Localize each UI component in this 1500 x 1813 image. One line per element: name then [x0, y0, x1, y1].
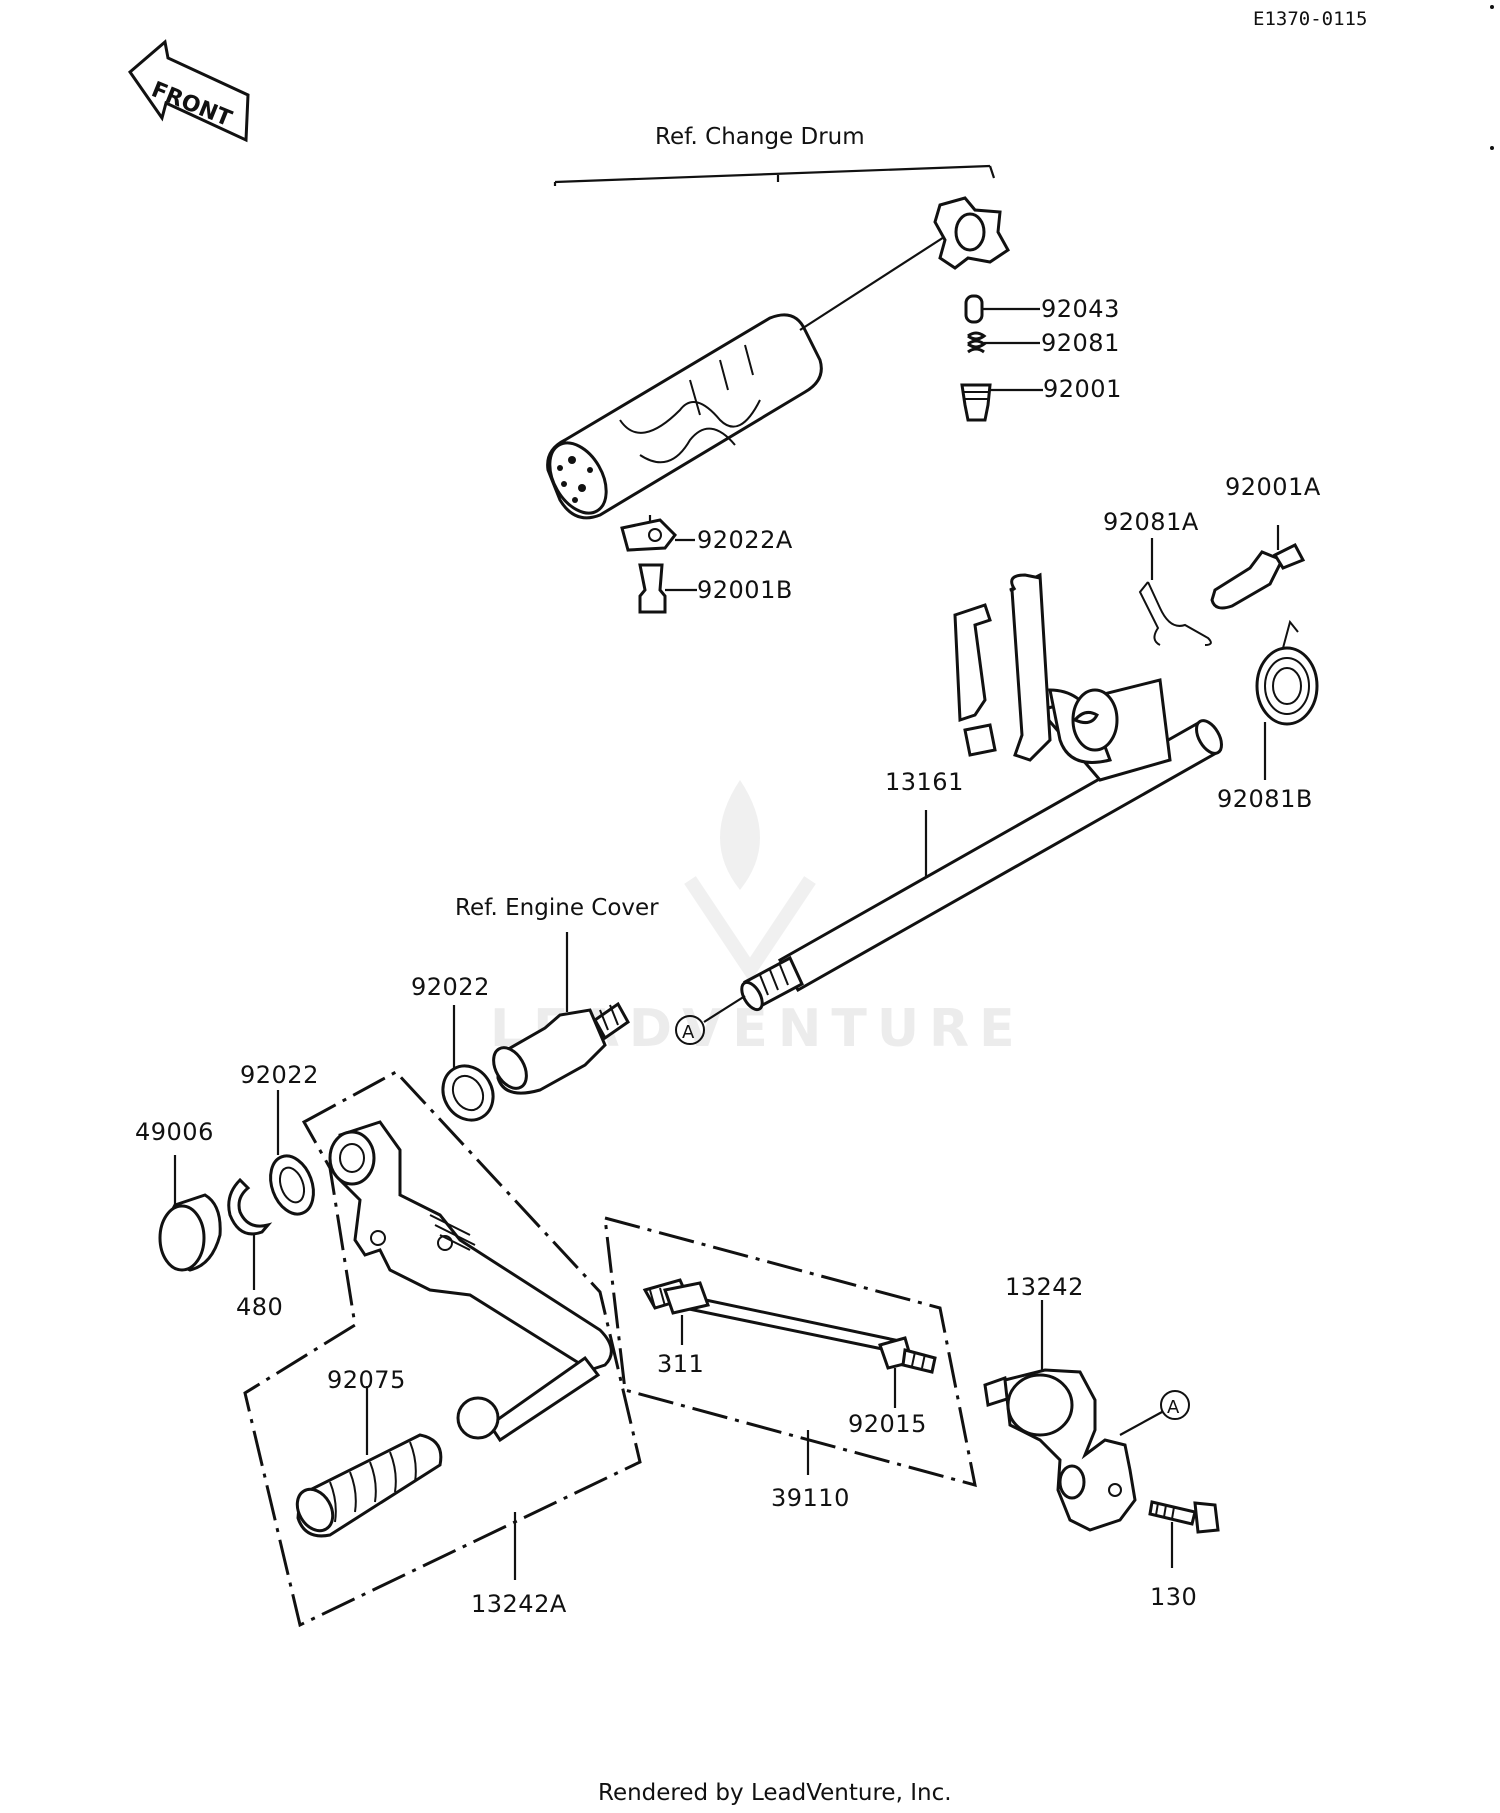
part-label-13242A: 13242A: [471, 1590, 567, 1618]
part-label-92001: 92001: [1043, 375, 1122, 403]
tie-rod-frame: [603, 1215, 977, 1488]
part-label-311: 311: [657, 1350, 704, 1378]
part-label-92022A: 92022A: [697, 526, 793, 554]
part-label-13161: 13161: [885, 768, 964, 796]
part-label-92081B: 92081B: [1217, 785, 1313, 813]
footer-text: Rendered by LeadVenture, Inc.: [598, 1780, 952, 1806]
part-label-92022-upper: 92022: [411, 973, 490, 1001]
part-label-92081: 92081: [1041, 329, 1120, 357]
ref-change-drum-bracket: [554, 164, 991, 184]
part-label-92075: 92075: [327, 1366, 406, 1394]
front-arrow-icon: FRONT: [127, 39, 250, 143]
part-label-92043: 92043: [1041, 295, 1120, 323]
part-label-92001A: 92001A: [1225, 473, 1321, 501]
pedal-rubber: [295, 1386, 443, 1538]
bolt-130: [1148, 1500, 1220, 1568]
marker-a-lever-label: A: [1167, 1397, 1180, 1418]
drum-holder-parts: [620, 518, 697, 614]
marker-a-label: A: [682, 1022, 695, 1043]
marker-a-shaft: A: [675, 995, 746, 1045]
part-label-130: 130: [1150, 1583, 1197, 1611]
shift-pedal: [328, 1120, 613, 1443]
part-label-92081A: 92081A: [1103, 508, 1199, 536]
part-label-49006: 49006: [135, 1118, 214, 1146]
washer-92022-lower: [269, 1090, 315, 1216]
part-label-92001B: 92001B: [697, 576, 793, 604]
circlip-480: [227, 1177, 273, 1290]
shift-lever: [983, 1300, 1137, 1532]
tie-rod: [642, 1278, 937, 1475]
pedal-assembly-frame: [243, 1070, 642, 1628]
detent-parts: [960, 294, 1043, 422]
marker-a-lever: A: [1119, 1390, 1190, 1436]
engine-cover-stud: [492, 1001, 630, 1095]
part-label-92015: 92015: [848, 1410, 927, 1438]
part-label-92022-lower: 92022: [240, 1061, 319, 1089]
return-spring-parts: [1138, 525, 1319, 780]
ref-change-drum-label: Ref. Change Drum: [655, 124, 865, 150]
ref-engine-cover-label: Ref. Engine Cover: [455, 895, 659, 921]
washer-92022-upper: [441, 1005, 495, 1122]
cap-49006: [158, 1155, 222, 1272]
shift-shaft: [740, 572, 1223, 1012]
part-label-480: 480: [236, 1293, 283, 1321]
part-label-39110: 39110: [771, 1484, 850, 1512]
drawing-code: E1370-0115: [1253, 8, 1367, 30]
change-drum: [546, 196, 1010, 540]
part-label-13242: 13242: [1005, 1273, 1084, 1301]
